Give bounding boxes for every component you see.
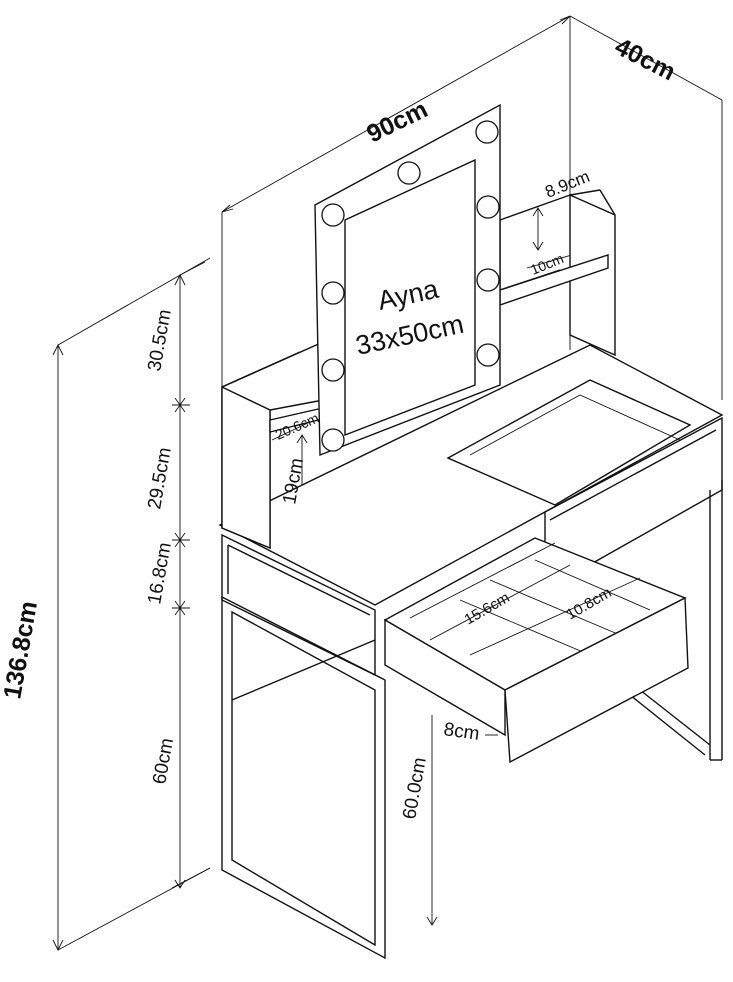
label-legs-right: 60.0cm: [399, 756, 431, 821]
label-mid-section: 29.5cm: [144, 446, 176, 511]
mirror: [314, 103, 501, 457]
label-legs-left: 60cm: [149, 736, 178, 785]
label-depth: 40cm: [610, 32, 680, 86]
label-top-section: 30.5cm: [144, 308, 176, 373]
label-drawer-depth: 8cm: [442, 719, 480, 745]
label-drawer-band: 16.8cm: [144, 541, 176, 606]
label-total-height: 136.8cm: [0, 599, 43, 701]
furniture-outline: [218, 189, 724, 960]
label-width: 90cm: [362, 95, 432, 148]
